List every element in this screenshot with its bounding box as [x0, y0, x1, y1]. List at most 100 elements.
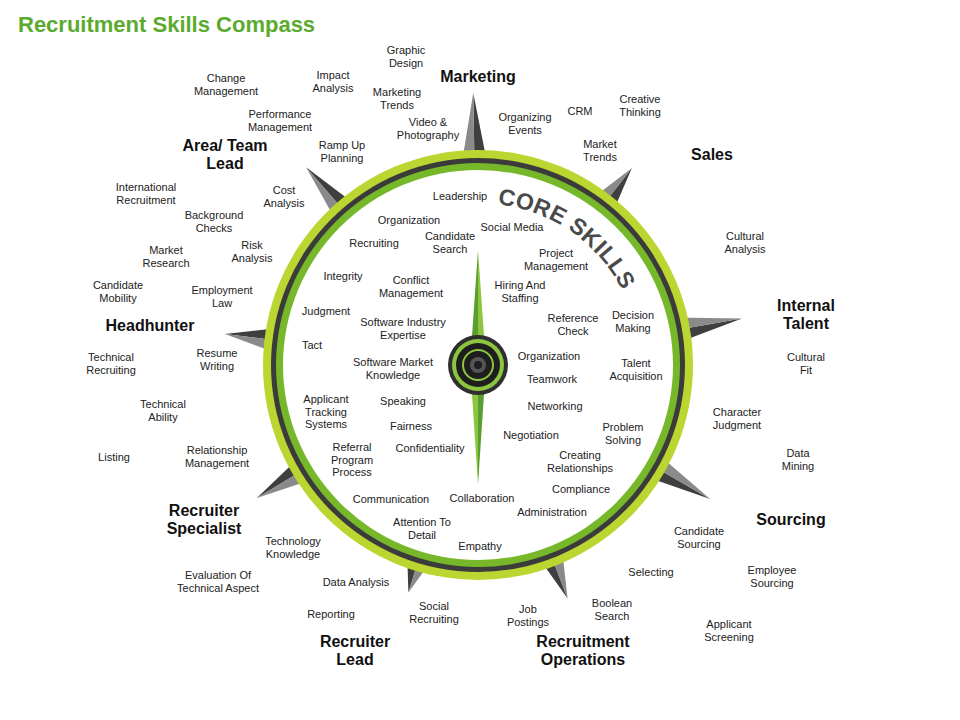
text-line: Reference — [548, 312, 599, 325]
text-line: Recruiting — [409, 613, 459, 626]
text-line: Tact — [302, 339, 322, 352]
text-line: Mining — [782, 460, 814, 473]
core-skill: Organization — [518, 350, 580, 363]
text-line: Systems — [303, 418, 348, 431]
skill-label: International Recruitment — [116, 181, 177, 206]
text-line: Sourcing — [756, 511, 825, 529]
skill-label: Boolean Search — [592, 597, 632, 622]
skill-label: Resume Writing — [197, 347, 238, 372]
compass-hub — [474, 361, 482, 369]
text-line: Design — [387, 57, 426, 70]
skill-label: Video & Photography — [397, 116, 459, 141]
text-line: Graphic — [387, 44, 426, 57]
skill-label: Technical Ability — [140, 398, 186, 423]
text-line: Recruiter — [167, 502, 242, 520]
compass-ring — [263, 150, 693, 580]
text-line: Communication — [353, 493, 429, 506]
skill-label: Applicant Screening — [704, 618, 754, 643]
text-line: Referral — [331, 441, 373, 454]
text-line: Confidentiality — [395, 442, 464, 455]
text-line: Background — [185, 209, 244, 222]
text-line: Creating — [547, 449, 613, 462]
text-line: Networking — [527, 400, 582, 413]
compass-hub — [448, 335, 508, 395]
text-line: Conflict — [379, 274, 443, 287]
text-line: Compliance — [552, 483, 610, 496]
text-line: Candidate — [425, 230, 475, 243]
text-line: Recruiting — [86, 364, 136, 377]
text-line: Management — [185, 457, 249, 470]
text-line: Evaluation Of — [177, 569, 259, 582]
text-line: Social — [409, 600, 459, 613]
skill-label: Creative Thinking — [619, 93, 661, 118]
core-skill: Leadership — [433, 190, 487, 203]
text-line: Detail — [393, 529, 451, 542]
text-line: Software Industry — [360, 316, 446, 329]
text-line: Hiring And — [495, 279, 546, 292]
text-line: Fairness — [390, 420, 432, 433]
text-line: Empathy — [458, 540, 501, 553]
text-line: Management — [194, 85, 258, 98]
text-line: Management — [524, 260, 588, 273]
text-line: Talent — [777, 315, 835, 333]
text-line: Judgment — [302, 305, 350, 318]
skill-label: Data Mining — [782, 447, 814, 472]
text-line: Employee — [748, 564, 797, 577]
text-line: Search — [592, 610, 632, 623]
skill-label: Technical Recruiting — [86, 351, 136, 376]
text-line: Character — [713, 406, 761, 419]
core-skill: Social Media — [481, 221, 544, 234]
text-line: Market — [142, 244, 189, 257]
direction-label: Marketing — [440, 68, 516, 86]
text-line: Technical — [140, 398, 186, 411]
text-line: Problem — [603, 421, 644, 434]
direction-label: Headhunter — [106, 317, 195, 335]
text-line: Resume — [197, 347, 238, 360]
text-line: Cultural — [787, 351, 825, 364]
text-line: Tracking — [303, 406, 348, 419]
core-skills-circle: CORE SKILLSLeadershipOrganizationSocial … — [283, 170, 673, 560]
text-line: Change — [194, 72, 258, 85]
compass-hub — [452, 339, 504, 391]
text-line: Data — [782, 447, 814, 460]
text-line: Sourcing — [674, 538, 724, 551]
skill-label: Evaluation Of Technical Aspect — [177, 569, 259, 594]
text-line: Teamwork — [527, 373, 577, 386]
skill-label: Market Trends — [583, 138, 617, 163]
text-line: Lead — [182, 155, 267, 173]
text-line: Judgment — [713, 419, 761, 432]
text-line: Attention To — [393, 516, 451, 529]
skill-label: Data Analysis — [323, 576, 390, 589]
text-line: Recruiting — [349, 237, 399, 250]
core-skill: Talent Acquisition — [609, 357, 662, 382]
text-line: Data Analysis — [323, 576, 390, 589]
text-line: Making — [612, 322, 654, 335]
skill-label: Job Postings — [507, 603, 549, 628]
text-line: Analysis — [313, 82, 354, 95]
skill-label: Risk Analysis — [232, 239, 273, 264]
skill-label: Social Recruiting — [409, 600, 459, 625]
compass-hub — [470, 357, 486, 373]
text-line: Marketing — [373, 86, 421, 99]
skill-label: Employee Sourcing — [748, 564, 797, 589]
skill-label: Ramp Up Planning — [319, 139, 365, 164]
text-line: Technical — [86, 351, 136, 364]
text-line: Relationship — [185, 444, 249, 457]
text-line: Impact — [313, 69, 354, 82]
skill-label: Change Management — [194, 72, 258, 97]
core-skill: Candidate Search — [425, 230, 475, 255]
compass-needle — [472, 394, 478, 485]
core-skill: Problem Solving — [603, 421, 644, 446]
text-line: Technology — [265, 535, 321, 548]
text-line: Candidate — [674, 525, 724, 538]
text-line: Organization — [518, 350, 580, 363]
text-line: Cost — [264, 184, 305, 197]
text-line: Technical Aspect — [177, 582, 259, 595]
text-line: Creative — [619, 93, 661, 106]
text-line: Negotiation — [503, 429, 559, 442]
text-line: Law — [191, 297, 252, 310]
compass-needle — [478, 394, 484, 485]
core-skill: Reference Check — [548, 312, 599, 337]
direction-label: Recruitment Operations — [536, 633, 629, 668]
direction-label: Recruiter Lead — [320, 633, 390, 668]
